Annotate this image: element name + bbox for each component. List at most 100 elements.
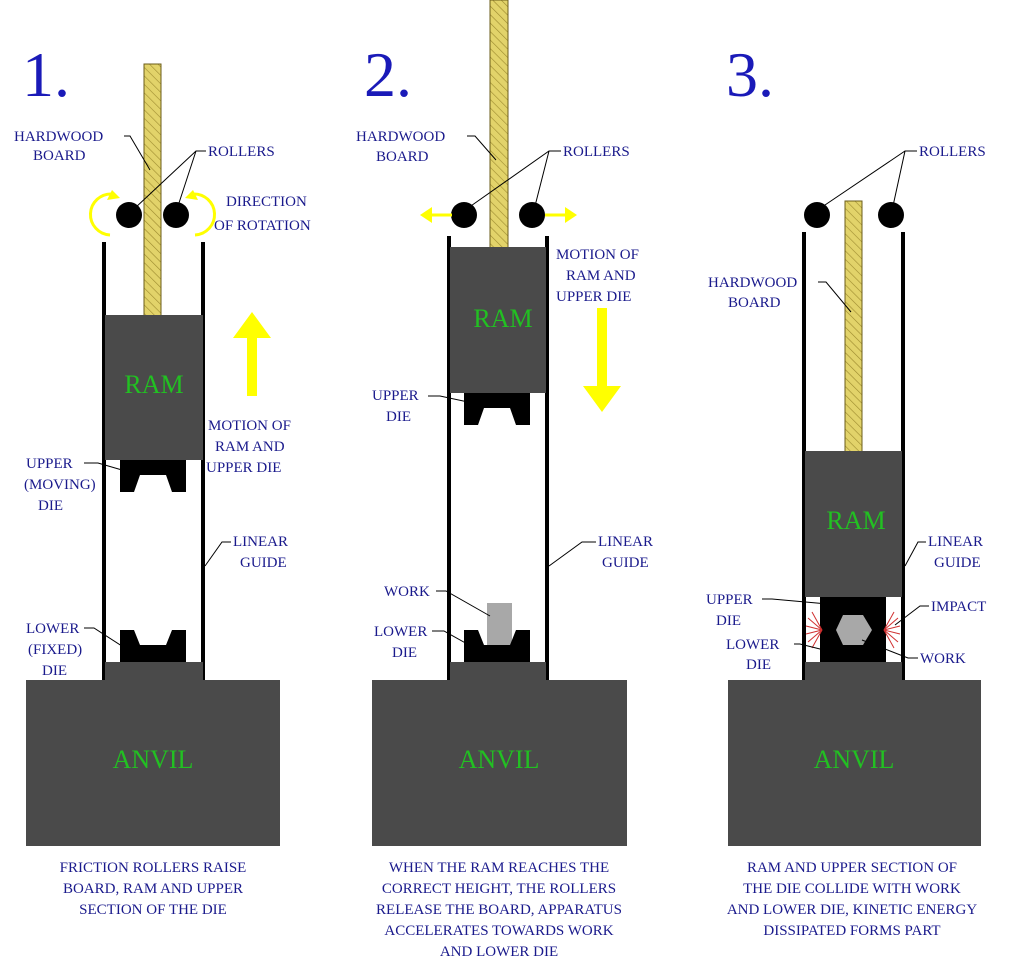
label-rollers: ROLLERS	[919, 144, 986, 160]
lower-die	[120, 630, 186, 663]
panel-1-number: 1.	[22, 39, 70, 110]
label-hardwood-board: HARDWOOD	[708, 275, 797, 291]
label-motion-2: RAM AND	[215, 439, 285, 455]
label-upper-die-2: DIE	[386, 409, 411, 425]
label-hardwood-board: HARDWOOD	[356, 129, 445, 145]
leader-linear-guide	[204, 541, 231, 567]
leader-lower-die	[84, 627, 129, 651]
leader-hardwood	[124, 135, 151, 171]
leader-hardwood	[467, 135, 497, 161]
leader-rollers	[134, 150, 206, 209]
caption-2-line-1: WHEN THE RAM REACHES THE	[389, 860, 609, 876]
leader-linear-guide	[548, 541, 596, 567]
label-upper-die: UPPER	[706, 592, 753, 608]
anvil	[26, 680, 280, 846]
leader-work	[436, 590, 491, 617]
leader-upper-die	[428, 395, 469, 403]
label-direction-2: OF ROTATION	[214, 218, 311, 234]
caption-1-line-2: BOARD, RAM AND UPPER	[63, 881, 243, 897]
leader-linear-guide	[904, 541, 926, 567]
leader-impact	[894, 605, 929, 626]
hardwood-board	[489, 0, 509, 249]
label-hardwood-board-2: BOARD	[376, 149, 429, 165]
label-lower-die-2: DIE	[392, 645, 417, 661]
label-upper-die: UPPER	[372, 388, 419, 404]
label-motion: MOTION OF	[208, 418, 291, 434]
label-upper-die: UPPER	[26, 456, 73, 472]
release-arrowhead-right	[565, 207, 577, 223]
ram	[105, 315, 203, 460]
impact-sparks-left	[805, 611, 823, 649]
motion-arrow-down	[583, 308, 621, 412]
label-work: WORK	[384, 584, 430, 600]
caption-2-line-4: ACCELERATES TOWARDS WORK	[384, 923, 613, 939]
panel-2: 2. RAM ANVIL HARDWOOD BOARD ROLLERS MOTI…	[356, 0, 653, 960]
caption-2-line-3: RELEASE THE BOARD, APPARATUS	[376, 902, 622, 918]
release-arrowhead-left	[420, 207, 432, 223]
ram	[450, 247, 546, 393]
caption-3-line-2: THE DIE COLLIDE WITH WORK	[743, 881, 961, 897]
panel-1: 1. RAM ANVIL HARDWOOD BOARD ROLLERS D	[14, 39, 311, 918]
label-impact: IMPACT	[931, 599, 986, 615]
ram-label: RAM	[826, 506, 885, 535]
label-lower-die: LOWER	[26, 621, 79, 637]
leader-rollers	[467, 150, 561, 209]
anvil-top	[450, 662, 546, 682]
panel-3-number: 3.	[726, 39, 774, 110]
label-linear-guide: LINEAR	[928, 534, 983, 550]
anvil	[372, 680, 627, 846]
anvil-label: ANVIL	[814, 745, 895, 774]
ram-label: RAM	[473, 304, 532, 333]
ram	[805, 451, 902, 597]
label-motion-3: UPPER DIE	[206, 460, 281, 476]
label-motion-2: RAM AND	[566, 268, 636, 284]
rotation-arrowhead-left	[107, 190, 120, 200]
caption-2-line-5: AND LOWER DIE	[440, 944, 558, 960]
roller-left	[451, 202, 477, 228]
label-motion-3: UPPER DIE	[556, 289, 631, 305]
label-linear-guide: LINEAR	[233, 534, 288, 550]
label-hardwood-board-2: BOARD	[728, 295, 781, 311]
caption-2-line-2: CORRECT HEIGHT, THE ROLLERS	[382, 881, 616, 897]
roller-right	[163, 202, 189, 228]
label-linear-guide-2: GUIDE	[934, 555, 981, 571]
label-lower-die-3: DIE	[42, 663, 67, 679]
roller-right	[519, 202, 545, 228]
hardwood-board	[844, 200, 863, 453]
anvil-label: ANVIL	[113, 745, 194, 774]
leader-rollers	[821, 150, 917, 208]
label-hardwood-board: HARDWOOD	[14, 129, 103, 145]
leader-upper-die	[762, 598, 851, 607]
label-upper-die-2: (MOVING)	[24, 477, 96, 493]
leader-hardwood	[818, 281, 852, 313]
label-upper-die-2: DIE	[716, 613, 741, 629]
hardwood-board	[143, 63, 162, 317]
ram-label: RAM	[124, 370, 183, 399]
upper-die	[464, 393, 530, 425]
label-lower-die-2: (FIXED)	[28, 642, 82, 658]
upper-die	[120, 460, 186, 492]
rotation-arrowhead-right	[185, 190, 198, 200]
caption-3-line-1: RAM AND UPPER SECTION OF	[747, 860, 957, 876]
label-linear-guide: LINEAR	[598, 534, 653, 550]
anvil-label: ANVIL	[459, 745, 540, 774]
label-linear-guide-2: GUIDE	[602, 555, 649, 571]
panel-3: 3. RAM ANVIL ROLLER	[706, 39, 986, 939]
caption-1-line-3: SECTION OF THE DIE	[79, 902, 227, 918]
work-piece	[487, 603, 512, 648]
work-piece	[836, 615, 872, 645]
roller-left	[116, 202, 142, 228]
leader-lower-die	[432, 630, 479, 651]
roller-left	[804, 202, 830, 228]
label-rollers: ROLLERS	[563, 144, 630, 160]
label-lower-die: LOWER	[726, 637, 779, 653]
anvil	[728, 680, 981, 846]
rotation-arrow-left	[89, 192, 113, 237]
label-hardwood-board-2: BOARD	[33, 148, 86, 164]
label-motion: MOTION OF	[556, 247, 639, 263]
panel-2-number: 2.	[364, 39, 412, 110]
leader-work	[861, 639, 918, 659]
label-rollers: ROLLERS	[208, 144, 275, 160]
label-upper-die-3: DIE	[38, 498, 63, 514]
caption-1-line-1: FRICTION ROLLERS RAISE	[60, 860, 247, 876]
